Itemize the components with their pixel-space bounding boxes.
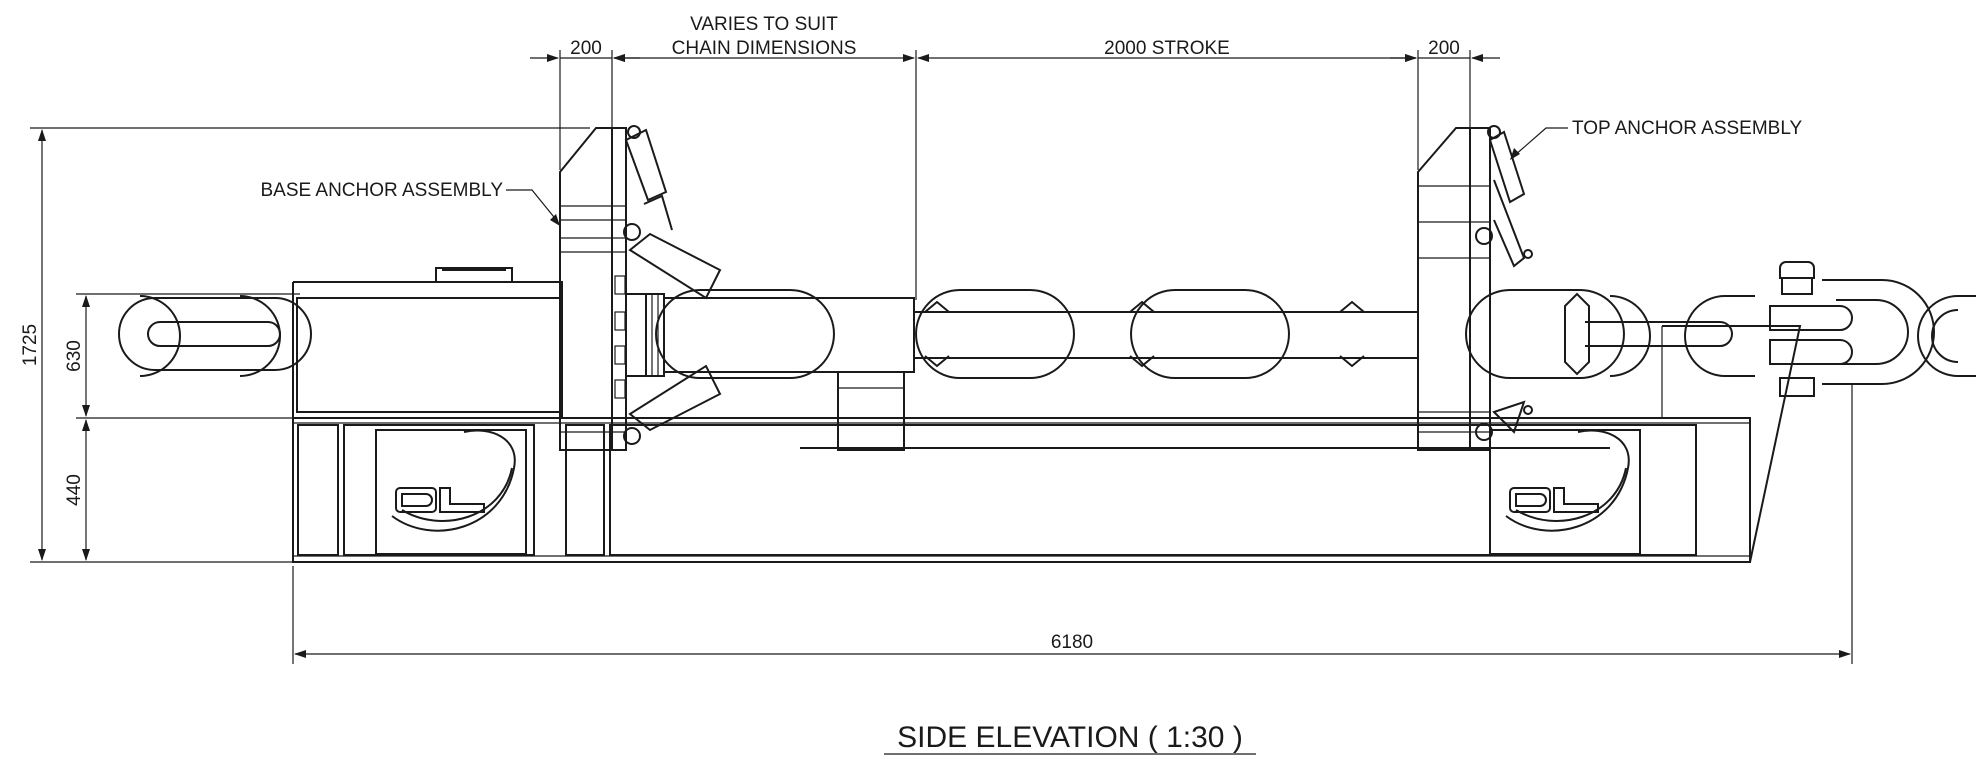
frame [292, 267, 1802, 563]
chain-stud [1564, 292, 1590, 376]
latch-arm [1488, 130, 1526, 204]
pivot-pin [1475, 227, 1493, 245]
shackle [1822, 279, 1935, 385]
chain-stud [924, 300, 950, 368]
anchor-claw [1492, 400, 1526, 434]
anchor-claw [628, 232, 722, 300]
dim-overall-height: 1725 [20, 324, 41, 366]
callouts: BASE ANCHOR ASSEMBLY TOP ANCHOR ASSEMBLY [260, 118, 1803, 226]
shackle-lug [1779, 261, 1815, 295]
dl-logo: DL [391, 429, 516, 532]
top-anchor-frame [1417, 127, 1471, 451]
base-anchor-assembly [559, 125, 722, 451]
hydraulic-cylinder [626, 293, 1419, 451]
cylinder-gland [645, 293, 665, 377]
latch-arm [624, 128, 668, 202]
shackle [1836, 299, 1909, 365]
callout-base-anchor: BASE ANCHOR ASSEMBLY [260, 180, 503, 201]
chain-stud [1339, 300, 1365, 368]
dim-base-anchor-width: 200 [570, 38, 602, 59]
cylinder-barrel [663, 297, 915, 373]
top-anchor-assembly [1417, 125, 1533, 451]
lifting-plate [435, 267, 513, 283]
chain-link [1465, 289, 1625, 379]
anchor-claw [1493, 179, 1526, 268]
cylinder-support [837, 372, 905, 451]
pivot-pin [1487, 125, 1501, 139]
chain-link [1585, 321, 1733, 347]
chain-link [1917, 295, 1976, 377]
pivot-pin [623, 427, 641, 445]
pivot-pin [1475, 423, 1493, 441]
chain-link [147, 321, 281, 347]
dl-logo [1505, 429, 1630, 532]
dim-top-anchor-width: 200 [1428, 38, 1460, 59]
skid-panel [343, 424, 535, 556]
shackle-nut [1779, 377, 1815, 397]
chain-link [1609, 295, 1651, 377]
skid-panel [609, 424, 1697, 556]
dim-base-height: 440 [64, 474, 85, 506]
chain [118, 261, 1976, 397]
dim-varies-line1: VARIES TO SUIT [690, 14, 838, 35]
title-text: SIDE ELEVATION ( 1:30 ) [897, 721, 1243, 754]
base-housing-panel [296, 297, 561, 413]
chain-stud [1129, 300, 1155, 368]
pivot-pin [627, 125, 641, 139]
chain-link [1684, 295, 1755, 377]
dim-chain-height: 630 [64, 340, 85, 372]
skid-panel [297, 424, 339, 556]
base-skid [292, 417, 1751, 563]
base-anchor-frame [559, 127, 613, 451]
leader-line [1513, 127, 1568, 157]
chain-link [1130, 289, 1290, 379]
shackle-pin [1769, 305, 1853, 365]
leader-line [506, 189, 559, 223]
chain-link [139, 295, 181, 377]
pivot-pin [1523, 249, 1533, 259]
dim-varies-line2: CHAIN DIMENSIONS [672, 38, 857, 59]
dimensions: 200 VARIES TO SUIT CHAIN DIMENSIONS 2000… [20, 14, 1853, 664]
anchor-claw [628, 364, 722, 432]
piston-rod [913, 311, 1419, 359]
chain-link [118, 297, 312, 371]
dim-overall-length: 6180 [1051, 632, 1093, 653]
dim-stroke: 2000 STROKE [1104, 38, 1230, 59]
chain-link [655, 289, 835, 379]
pivot-pin [1523, 405, 1533, 415]
callout-top-anchor: TOP ANCHOR ASSEMBLY [1572, 118, 1803, 139]
chain-link [239, 295, 281, 377]
pivot-pin [623, 223, 641, 241]
drawing-title: SIDE ELEVATION ( 1:30 ) [884, 721, 1256, 755]
base-housing [293, 281, 563, 418]
skid-panel [565, 424, 605, 556]
rear-ramp [1662, 325, 1802, 563]
